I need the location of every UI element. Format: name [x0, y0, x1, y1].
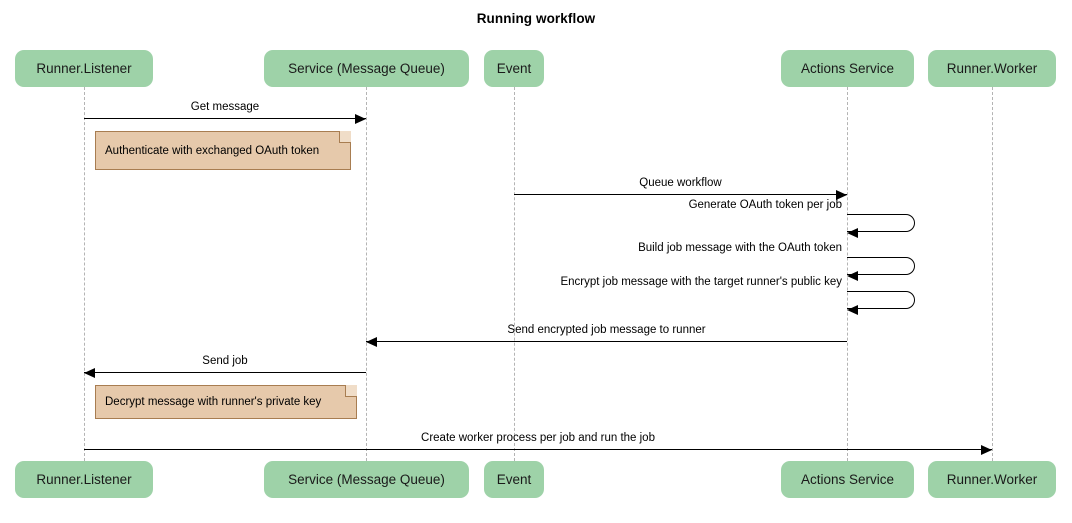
- participant-label: Runner.Listener: [36, 472, 132, 487]
- header-participant-actions-service: Actions Service: [781, 50, 914, 87]
- lifeline-event: [513, 87, 515, 461]
- self-loop-label-build-message: Build job message with the OAuth token: [638, 242, 842, 254]
- note-text: Decrypt message with runner's private ke…: [105, 396, 322, 408]
- header-participant-runner-worker: Runner.Worker: [928, 50, 1056, 87]
- message-line-send-job: [84, 372, 366, 373]
- self-loop-label-generate-token: Generate OAuth token per job: [688, 199, 842, 211]
- arrowhead-encrypt-message: [847, 304, 858, 315]
- participant-label: Actions Service: [800, 472, 895, 487]
- participant-label: Event: [496, 472, 532, 487]
- note-fold-corner-icon: [339, 131, 351, 143]
- self-loop-build-message: [847, 257, 915, 275]
- self-loop-label-encrypt-message: Encrypt job message with the target runn…: [560, 276, 842, 288]
- note-text: Authenticate with exchanged OAuth token: [105, 144, 320, 157]
- message-label-create-worker: Create worker process per job and run th…: [421, 432, 655, 444]
- note-decrypt: Decrypt message with runner's private ke…: [95, 385, 357, 419]
- footer-participant-actions-service: Actions Service: [781, 461, 914, 498]
- message-label-queue-workflow: Queue workflow: [639, 177, 722, 189]
- header-participant-runner-listener: Runner.Listener: [15, 50, 153, 87]
- participant-label: Event: [496, 61, 532, 76]
- message-line-get-message: [84, 118, 366, 119]
- arrowhead-create-worker: [981, 444, 992, 455]
- arrowhead-send-encrypted: [366, 336, 377, 347]
- lifeline-runner-listener: [83, 87, 85, 461]
- arrowhead-queue-workflow: [836, 189, 847, 200]
- arrowhead-get-message: [355, 113, 366, 124]
- note-authenticate: Authenticate with exchanged OAuth token: [95, 131, 351, 170]
- participant-label: Service (Message Queue): [288, 472, 445, 487]
- message-line-create-worker: [84, 449, 992, 450]
- self-loop-generate-token: [847, 214, 915, 232]
- message-line-send-encrypted: [366, 341, 847, 342]
- footer-participant-service-queue: Service (Message Queue): [264, 461, 469, 498]
- lifeline-runner-worker: [991, 87, 993, 461]
- page-title: Running workflow: [476, 11, 596, 26]
- arrowhead-generate-token: [847, 227, 858, 238]
- lifeline-service-queue: [365, 87, 367, 461]
- header-participant-service-queue: Service (Message Queue): [264, 50, 469, 87]
- message-line-queue-workflow: [514, 194, 847, 195]
- note-fold-corner-icon: [345, 385, 357, 397]
- message-label-send-job: Send job: [202, 355, 248, 367]
- arrowhead-build-message: [847, 270, 858, 281]
- participant-label: Runner.Worker: [946, 472, 1038, 487]
- arrowhead-send-job: [84, 367, 95, 378]
- participant-label: Actions Service: [800, 61, 895, 76]
- participant-label: Runner.Listener: [36, 61, 132, 76]
- participant-label: Service (Message Queue): [288, 61, 445, 76]
- message-label-send-encrypted: Send encrypted job message to runner: [507, 324, 706, 336]
- self-loop-encrypt-message: [847, 291, 915, 309]
- footer-participant-runner-worker: Runner.Worker: [928, 461, 1056, 498]
- footer-participant-event: Event: [484, 461, 544, 498]
- participant-label: Runner.Worker: [946, 61, 1038, 76]
- message-label-get-message: Get message: [190, 101, 260, 113]
- footer-participant-runner-listener: Runner.Listener: [15, 461, 153, 498]
- header-participant-event: Event: [484, 50, 544, 87]
